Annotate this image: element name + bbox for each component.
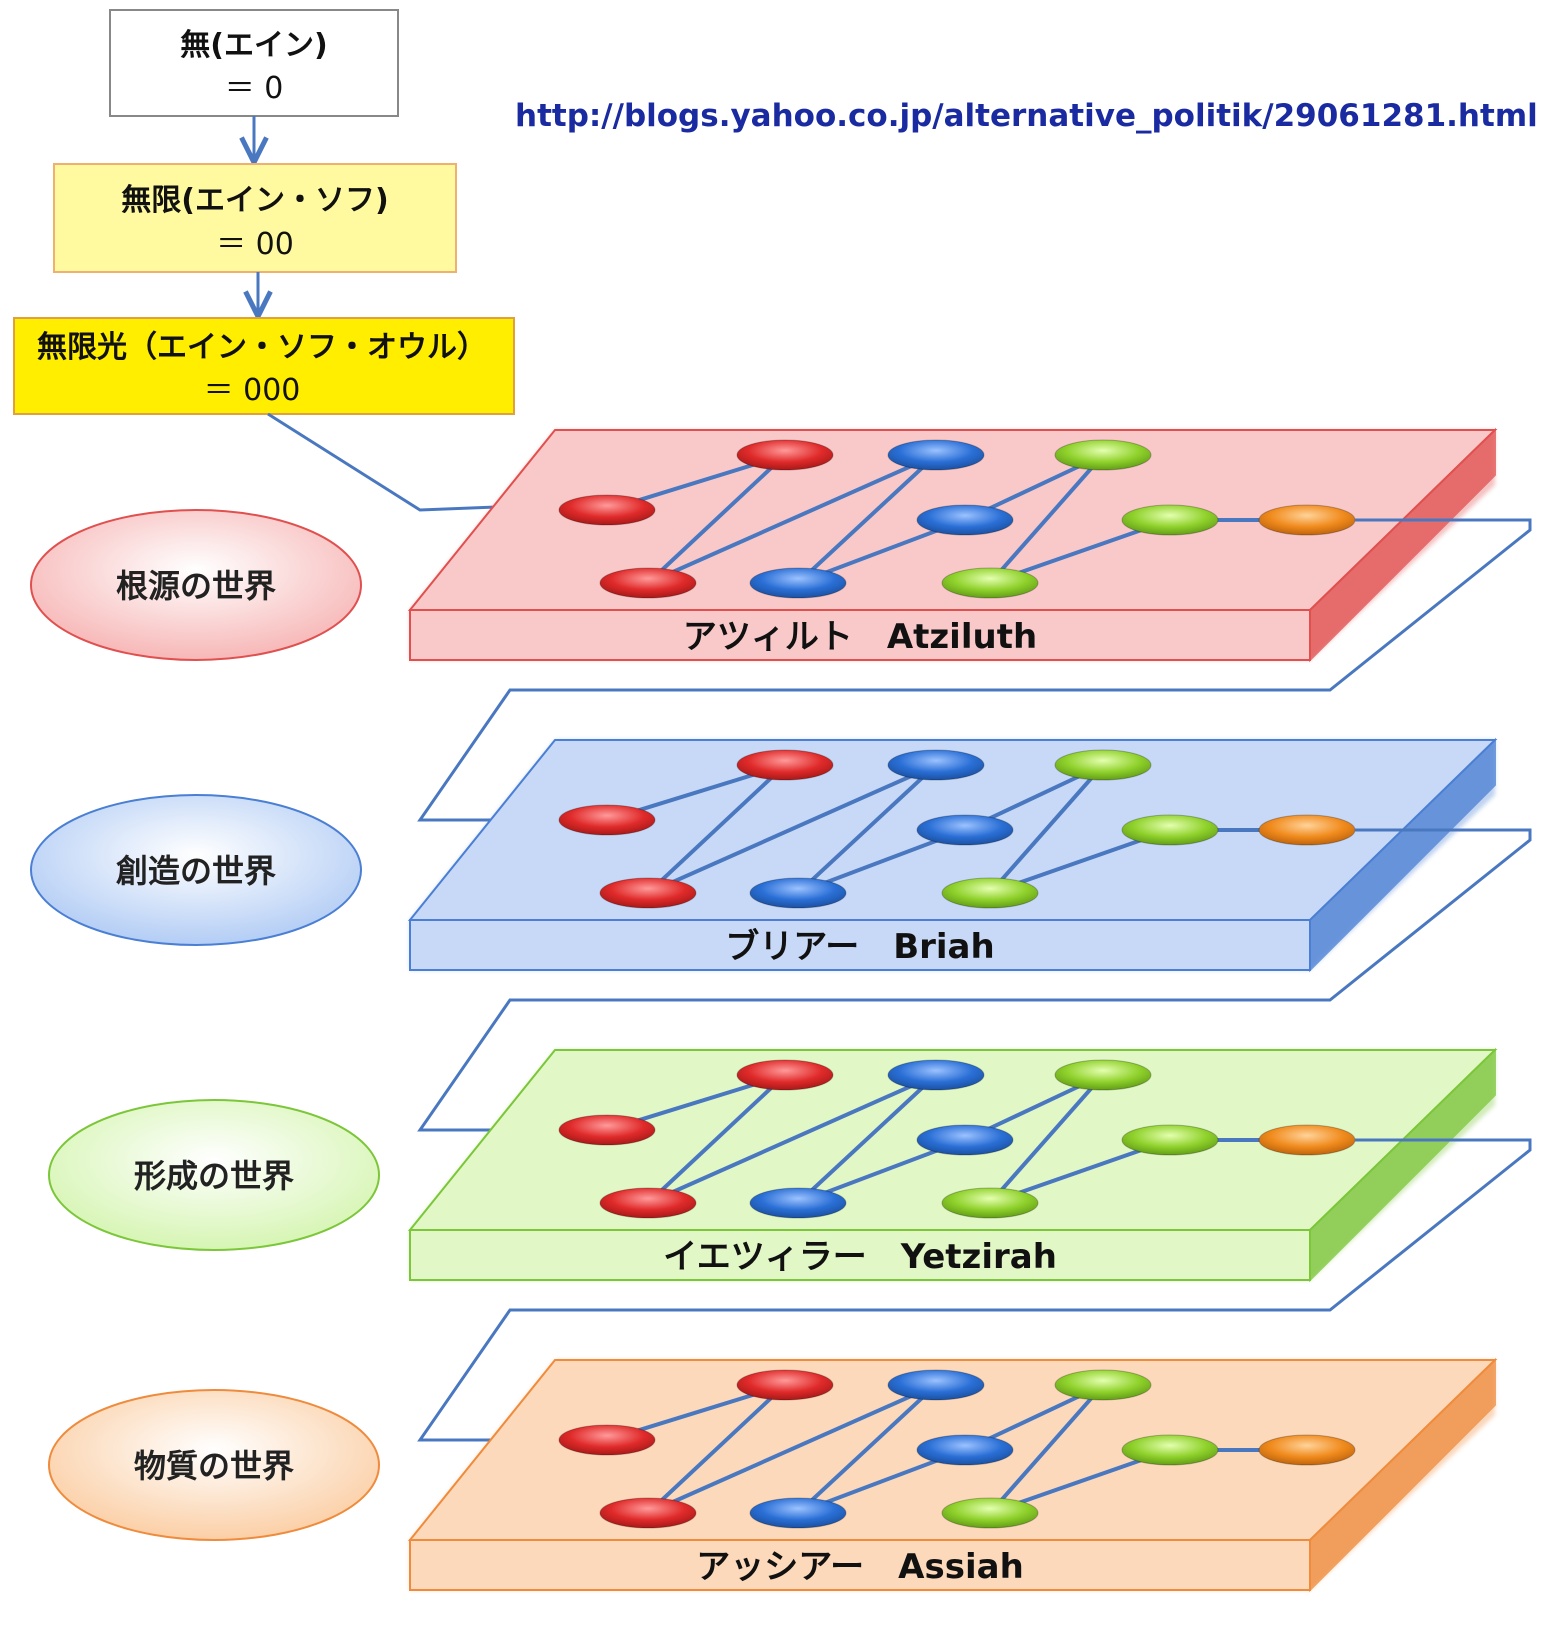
sephirah-node-green — [1121, 1434, 1219, 1466]
path-edge — [796, 1073, 938, 1205]
world-briah: ブリアー Briah 創造の世界 — [30, 737, 1498, 973]
connector-atziluth-to-briah — [417, 518, 1532, 820]
box-ein-line1: 無(エイン) — [180, 28, 327, 63]
sephirah-node-red — [736, 439, 834, 471]
path-edge — [988, 1073, 1105, 1205]
sephirah-node-red — [558, 1424, 656, 1456]
sephirah-node-blue — [916, 1124, 1014, 1156]
path-edge — [796, 1383, 938, 1515]
sephirah-node-red — [736, 1059, 834, 1091]
sephirah-node-blue — [916, 1434, 1014, 1466]
sephirah-node-green — [1054, 439, 1152, 471]
sephirah-node-blue — [887, 1369, 985, 1401]
world-oval-assiah — [48, 1389, 380, 1541]
box-ein-sof: 無限(エイン・ソフ) ＝ 00 — [53, 163, 457, 273]
path-edge — [646, 1383, 787, 1515]
sephirah-node-red — [599, 1497, 697, 1529]
sephirah-node-blue — [887, 439, 985, 471]
sephirah-node-orange — [1258, 814, 1356, 846]
path-edge — [988, 763, 1105, 895]
world-oval-briah — [30, 794, 362, 946]
connector-yetzirah-to-assiah — [417, 1138, 1532, 1440]
path-edge — [988, 453, 1105, 585]
sephirah-node-red — [558, 1114, 656, 1146]
box-ein-sof-line1: 無限(エイン・ソフ) — [121, 183, 388, 218]
sephirah-node-red — [599, 1187, 697, 1219]
sephirah-node-red — [558, 494, 656, 526]
sephirah-node-red — [599, 567, 697, 599]
sephirah-node-blue — [887, 1059, 985, 1091]
sephirah-node-blue — [916, 504, 1014, 536]
world-name-assiah: 物質の世界 — [134, 1447, 294, 1485]
plate-front-face — [409, 919, 1311, 971]
source-url[interactable]: http://blogs.yahoo.co.jp/alternative_pol… — [515, 98, 1538, 134]
box-ein-sof-aur-line2: ＝ 000 — [204, 373, 301, 408]
world-name-briah: 創造の世界 — [116, 852, 276, 890]
sephirah-node-blue — [749, 1497, 847, 1529]
plate-front-face — [409, 1229, 1311, 1281]
path-edge — [647, 1383, 937, 1515]
sephirah-node-blue — [749, 1187, 847, 1219]
box-ein-line2: ＝ 0 — [225, 71, 284, 106]
box-ein: 無(エイン) ＝ 0 — [109, 9, 399, 117]
sephirah-node-red — [558, 804, 656, 836]
world-yetzirah: イエツィラー Yetzirah 形成の世界 — [48, 1047, 1498, 1283]
sephirah-node-red — [736, 1369, 834, 1401]
path-edge — [646, 1073, 787, 1205]
path-edge — [796, 453, 938, 585]
sephirah-node-green — [1121, 1124, 1219, 1156]
world-oval-yetzirah — [48, 1099, 380, 1251]
sephirah-node-orange — [1258, 1434, 1356, 1466]
sephirah-node-blue — [887, 749, 985, 781]
world-atziluth: アツィルト Atziluth 根源の世界 — [30, 427, 1498, 663]
world-assiah: アッシアー Assiah 物質の世界 — [48, 1357, 1498, 1593]
path-edge — [988, 1383, 1105, 1515]
sephirah-node-red — [736, 749, 834, 781]
plate-front-face — [409, 609, 1311, 661]
sephirah-node-green — [1054, 749, 1152, 781]
path-edge — [647, 763, 937, 895]
sephirah-node-orange — [1258, 504, 1356, 536]
plate-label-assiah: アッシアー Assiah — [696, 1547, 1024, 1587]
path-edge — [646, 453, 787, 585]
sephirah-node-green — [1121, 504, 1219, 536]
plate-label-yetzirah: イエツィラー Yetzirah — [663, 1237, 1057, 1277]
sephirah-node-green — [1054, 1059, 1152, 1091]
sephirah-node-red — [599, 877, 697, 909]
path-edge — [647, 1073, 937, 1205]
path-edge — [647, 453, 937, 585]
world-name-atziluth: 根源の世界 — [116, 567, 276, 605]
sephirah-node-green — [941, 877, 1039, 909]
sephirah-node-green — [941, 1187, 1039, 1219]
plate-front-face — [409, 1539, 1311, 1591]
sephirah-node-blue — [916, 814, 1014, 846]
connector-briah-to-yetzirah — [417, 828, 1532, 1130]
sephirah-node-green — [941, 567, 1039, 599]
world-name-yetzirah: 形成の世界 — [134, 1157, 294, 1195]
sephirah-node-green — [1121, 814, 1219, 846]
sephirah-node-green — [1054, 1369, 1152, 1401]
world-oval-atziluth — [30, 509, 362, 661]
sephirah-node-blue — [749, 567, 847, 599]
box-ein-sof-aur-line1: 無限光（エイン・ソフ・オウル） — [37, 330, 487, 365]
sephirah-node-green — [941, 1497, 1039, 1529]
path-edge — [646, 763, 787, 895]
sephirah-node-orange — [1258, 1124, 1356, 1156]
path-edge — [796, 763, 938, 895]
box-ein-sof-line2: ＝ 00 — [216, 227, 294, 262]
plate-label-atziluth: アツィルト Atziluth — [683, 617, 1037, 657]
sephirah-node-blue — [749, 877, 847, 909]
plate-label-briah: ブリアー Briah — [725, 927, 994, 967]
box-ein-sof-aur: 無限光（エイン・ソフ・オウル） ＝ 000 — [13, 317, 515, 415]
